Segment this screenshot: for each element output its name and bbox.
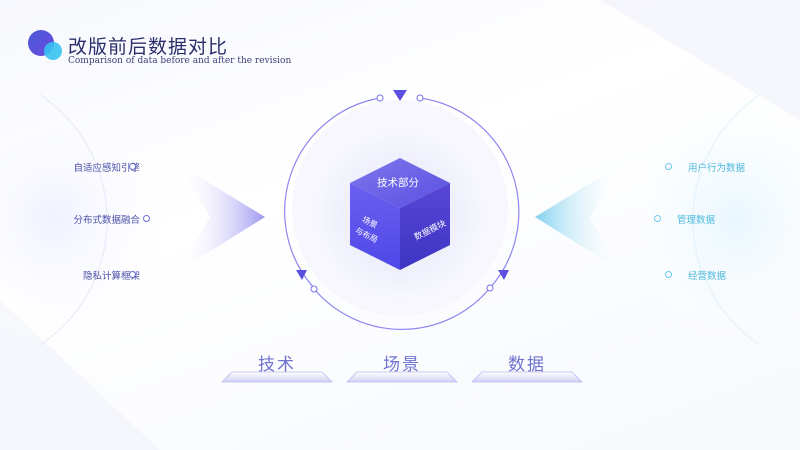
right-item-label: 用户行为数据 [688, 163, 746, 174]
cube-top-label: 技术部分 [377, 177, 419, 189]
ring-arc [314, 287, 491, 330]
page-title: 改版前后数据对比 [68, 36, 229, 58]
ring-arc [284, 97, 381, 289]
right-item-label: 经营数据 [688, 271, 727, 282]
left-item-label: 自适应感知引擎 [73, 163, 140, 174]
cube-right-face [400, 183, 450, 270]
left-item-label: 分布式数据融合 [73, 215, 140, 226]
right-item-node-icon [665, 163, 672, 170]
right-arrow-shape [535, 165, 620, 270]
left-item-node-icon [129, 163, 136, 170]
left-item-label: 隐私计算框架 [82, 271, 140, 282]
ring-arc [419, 97, 520, 289]
tab-data[interactable]: 数据 [472, 350, 582, 375]
left-arrow-shape [180, 165, 265, 270]
tab-technology[interactable]: 技术 [222, 350, 332, 375]
tab-scenario-label: 场景 [383, 355, 421, 375]
left-item-node-icon [143, 215, 150, 222]
tab-data-label: 数据 [508, 355, 546, 375]
page-subtitle: Comparison of data before and after the … [68, 56, 292, 66]
tab-technology-label: 技术 [258, 355, 296, 375]
right-item-node-icon [654, 215, 661, 222]
right-item-node-icon [665, 271, 672, 278]
logo-icon [28, 30, 68, 64]
right-item-label: 管理数据 [677, 215, 716, 226]
tab-scenario[interactable]: 场景 [347, 350, 457, 375]
cube-left-face [350, 183, 400, 270]
left-item-node-icon [129, 271, 136, 278]
